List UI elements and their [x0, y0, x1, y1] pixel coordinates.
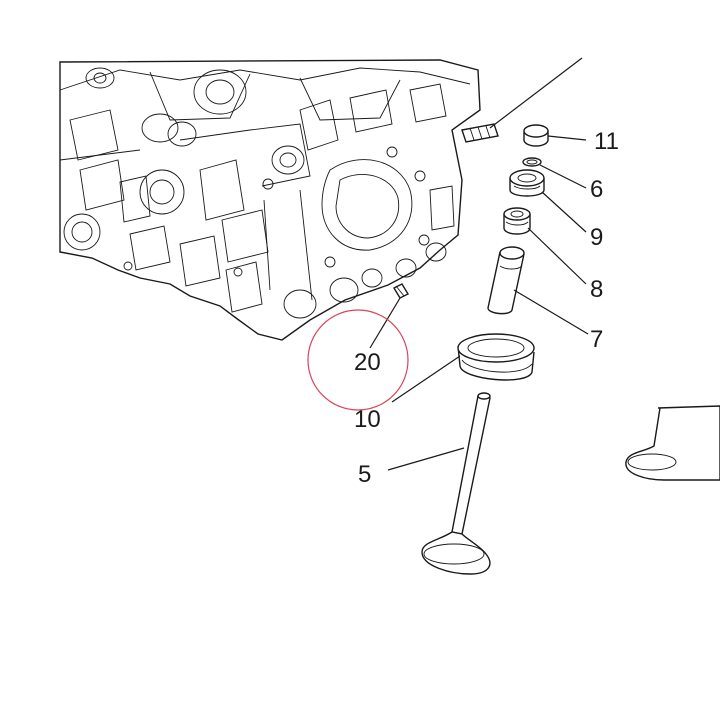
leader-5	[387, 447, 465, 471]
spring-retainer-9	[509, 169, 545, 197]
leader-stud	[489, 57, 583, 129]
highlight-circle	[307, 309, 409, 411]
callout-5: 5	[358, 461, 371, 488]
leader-20	[369, 297, 401, 349]
callout-11: 11	[594, 128, 619, 155]
leader-6	[539, 164, 587, 189]
stud-bolt	[461, 123, 499, 143]
second-valve-partial	[625, 405, 720, 481]
callout-7: 7	[590, 326, 603, 353]
callout-8: 8	[590, 276, 603, 303]
leader-10	[391, 355, 461, 403]
leader-7	[513, 289, 589, 335]
callout-6: 6	[590, 176, 603, 203]
cylinder-head-block	[59, 59, 481, 341]
callout-20: 20	[354, 349, 381, 376]
leader-11	[547, 135, 587, 141]
leader-lines	[369, 57, 589, 471]
callout-10: 10	[354, 406, 381, 433]
valve-cap-11	[523, 124, 549, 147]
valve-5	[421, 392, 491, 575]
leader-8	[527, 227, 587, 285]
valve-seal-8	[503, 207, 531, 235]
callout-labels: 11 6 9 8 7 20 10 5	[354, 128, 619, 488]
leader-9	[541, 191, 587, 233]
callout-9: 9	[590, 224, 603, 251]
dowel-pin-20	[393, 283, 409, 299]
valve-guide-7	[487, 246, 525, 315]
valve-keeper-6	[522, 157, 542, 167]
valve-seat-10	[457, 333, 535, 381]
